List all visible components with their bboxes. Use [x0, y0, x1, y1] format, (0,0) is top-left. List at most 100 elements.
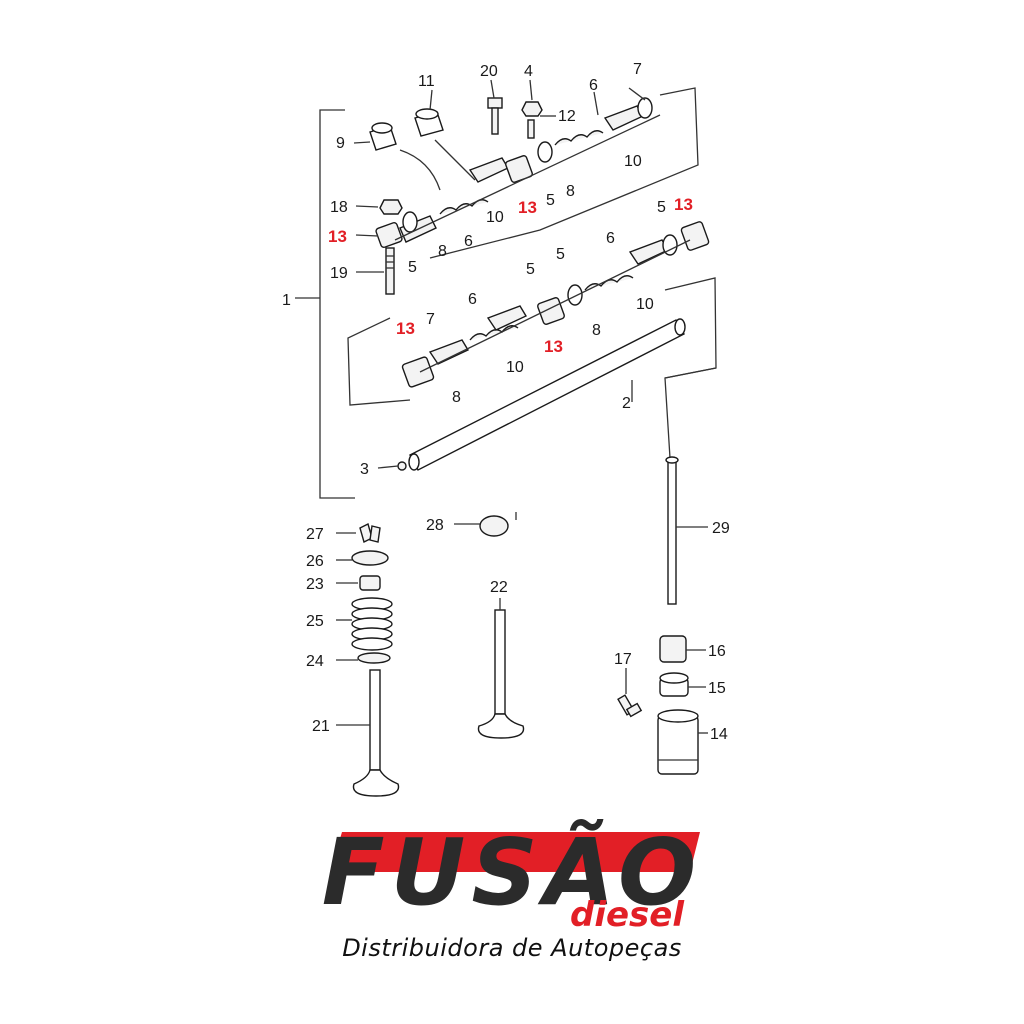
- callout-8a: 8: [566, 183, 575, 200]
- intake-valve-21: [352, 669, 400, 797]
- screw-12: [527, 119, 535, 139]
- bracket-upper-left: [375, 221, 403, 249]
- callout-26: 26: [306, 553, 324, 570]
- callout-6d: 6: [468, 291, 477, 308]
- leader-9-curve: [399, 149, 441, 191]
- callout-18: 18: [330, 199, 348, 216]
- callout-7b: 7: [426, 311, 435, 328]
- lower-rocker-row: [401, 221, 710, 388]
- callout-9: 9: [336, 135, 345, 152]
- valve-cotter-27: [359, 522, 381, 544]
- callout-13b: 13: [328, 227, 347, 246]
- logo-subtitle: diesel: [570, 895, 685, 935]
- callout-6c: 6: [606, 230, 615, 247]
- callout-28: 28: [426, 517, 444, 534]
- bolt-20: [487, 97, 503, 135]
- callout-27: 27: [306, 526, 324, 543]
- callout-7a: 7: [633, 61, 642, 78]
- spring-washer-d: [567, 284, 583, 306]
- bolt-17: [617, 694, 643, 718]
- callout-4: 4: [524, 63, 533, 80]
- callout-24: 24: [306, 653, 324, 670]
- callout-11: 11: [418, 73, 435, 90]
- callouts: 1 2 3 4 6 7 20 12 11 9 10 5 8 10 6 8 5 1…: [282, 61, 730, 743]
- callout-6b: 6: [464, 233, 473, 250]
- exhaust-valve-22: [477, 609, 525, 739]
- callout-13a: 13: [518, 198, 537, 217]
- plug-3: [397, 461, 407, 471]
- bracket-lower-right: [680, 221, 710, 251]
- callout-22: 22: [490, 579, 508, 596]
- callout-10c: 10: [636, 296, 654, 313]
- stud-19: [385, 247, 395, 295]
- callout-15: 15: [708, 680, 726, 697]
- callout-1: 1: [282, 292, 291, 309]
- rocker-arm-d: [428, 339, 469, 365]
- callout-5a: 5: [546, 192, 555, 209]
- callout-23: 23: [306, 576, 324, 593]
- callout-13e: 13: [544, 337, 563, 356]
- callout-13d: 13: [396, 319, 415, 338]
- push-rod-top: [665, 456, 679, 464]
- upper-shaft-axis: [394, 114, 661, 241]
- spring-washer-a: [402, 211, 418, 233]
- callout-10d: 10: [506, 359, 524, 376]
- callout-5c: 5: [657, 199, 666, 216]
- bracket-lower-mid: [537, 297, 565, 325]
- valve-spring-25: [351, 597, 393, 651]
- callout-10a: 10: [624, 153, 642, 170]
- callout-29: 29: [712, 520, 730, 537]
- bushing-9: [369, 122, 397, 151]
- callout-2: 2: [622, 395, 631, 412]
- callout-25: 25: [306, 613, 324, 630]
- logo-red-band: [330, 832, 700, 872]
- bracket-lower-left: [401, 356, 435, 388]
- pushrod-guide-line: [664, 367, 717, 459]
- nut-18: [379, 199, 403, 215]
- callout-19: 19: [330, 265, 348, 282]
- callout-13c: 13: [674, 195, 693, 214]
- lower-shaft-axis: [419, 239, 691, 373]
- bushing-11: [414, 108, 444, 137]
- callout-5d: 5: [556, 246, 565, 263]
- rocker-arm-e: [486, 305, 527, 331]
- leader-lines: [336, 79, 708, 734]
- push-rod-29: [667, 459, 677, 605]
- callout-8b: 8: [438, 243, 447, 260]
- valve-cap-28: [479, 515, 509, 537]
- callout-5b: 5: [408, 259, 417, 276]
- spring-retainer-26: [351, 550, 389, 566]
- assembly-bracket: [319, 109, 355, 499]
- tappet-guide-14: [657, 709, 699, 775]
- callout-10b: 10: [486, 209, 504, 226]
- callout-20: 20: [480, 63, 498, 80]
- brand-logo: FUSÃO diesel: [322, 818, 702, 935]
- callout-5e: 5: [526, 261, 535, 278]
- lower-assembly-outline-left: [347, 317, 411, 406]
- callout-21: 21: [312, 718, 330, 735]
- callout-6a: 6: [589, 77, 598, 94]
- callout-8c: 8: [592, 322, 601, 339]
- logo-wordmark: FUSÃO: [322, 818, 702, 926]
- callout-16: 16: [708, 643, 726, 660]
- tappet-holder-16: [659, 635, 687, 663]
- spring-b: [554, 130, 604, 146]
- valve-seal-23: [359, 575, 381, 591]
- callout-14: 14: [710, 726, 728, 743]
- spring-washer-b: [537, 141, 553, 163]
- bracket-upper-mid: [505, 155, 533, 183]
- callout-12: 12: [558, 108, 576, 125]
- leader-11-curve: [434, 139, 476, 181]
- upper-rocker-row: [375, 97, 661, 249]
- rocker-shaft-2: [408, 318, 686, 471]
- brand-tagline: Distribuidora de Autopeças: [342, 934, 682, 962]
- nut-4: [521, 101, 543, 117]
- callout-8d: 8: [452, 389, 461, 406]
- tappet-15: [659, 672, 689, 697]
- callout-17: 17: [614, 651, 632, 668]
- callout-3: 3: [360, 461, 369, 478]
- spring-washer-c: [637, 97, 653, 119]
- spring-seat-24: [357, 652, 391, 664]
